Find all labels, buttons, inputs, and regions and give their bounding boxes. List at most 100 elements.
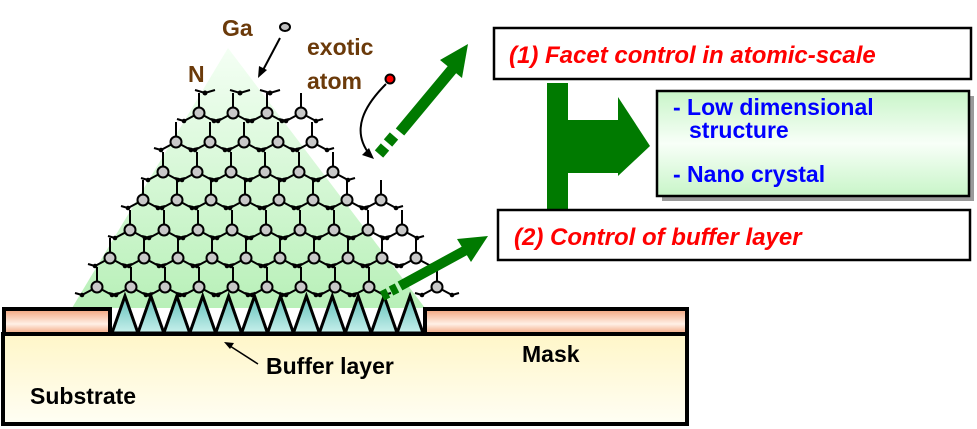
ga-atom (430, 280, 444, 294)
buffer-layer-label: Buffer layer (266, 353, 394, 379)
n-atom (147, 292, 153, 298)
ga-atom (157, 223, 171, 237)
ga-atom (203, 135, 217, 149)
ga-atom (292, 165, 306, 179)
buffer-triangle (213, 291, 244, 335)
ga-atom (191, 223, 205, 237)
ga-atom (326, 165, 340, 179)
buffer-triangle (291, 291, 322, 335)
buffer-triangle (187, 291, 218, 335)
n-atom (393, 205, 399, 211)
n-atom (247, 177, 253, 183)
n-atom (180, 235, 186, 241)
n-label: N (188, 61, 205, 87)
ga-atom (169, 135, 183, 149)
result-nano-crystal: - Nano crystal (673, 161, 825, 187)
ga-atom (238, 193, 252, 207)
buffer-control-box (496, 208, 972, 262)
n-atom (159, 205, 165, 211)
n-atom (249, 118, 255, 124)
n-atom (449, 292, 455, 298)
ga-atom (293, 223, 307, 237)
ga-atom (123, 223, 137, 237)
n-atom (363, 205, 369, 211)
n-atom (179, 177, 185, 183)
gan-lattice (74, 89, 460, 298)
ga-atom (361, 223, 375, 237)
results-box (655, 89, 971, 198)
n-atom (324, 147, 330, 153)
n-atom (317, 292, 323, 298)
buffer-triangle (369, 291, 400, 335)
ga-atom (171, 251, 185, 265)
ga-atom (260, 280, 274, 294)
n-atom (398, 263, 404, 269)
result-low-dimensional: - Low dimensional (673, 94, 874, 120)
ga-atom (124, 280, 138, 294)
buffer-triangle (135, 291, 166, 335)
ga-atom (395, 223, 409, 237)
ga-atom (258, 165, 272, 179)
ga-atom (192, 106, 206, 120)
ga-atom (205, 251, 219, 265)
buffer-triangle (317, 291, 348, 335)
ga-atom (158, 280, 172, 294)
ga-atom (90, 280, 104, 294)
n-atom (384, 235, 390, 241)
ga-atom (224, 165, 238, 179)
n-atom (260, 147, 266, 153)
substrate (1, 332, 689, 426)
n-atom (283, 118, 289, 124)
ga-atom (375, 251, 389, 265)
mask-right (423, 307, 689, 336)
n-atom (261, 205, 267, 211)
n-atom (181, 118, 187, 124)
ga-atom (226, 106, 240, 120)
buffer-triangle (161, 291, 192, 335)
atom-label: atom (307, 68, 362, 94)
ga-atom (306, 193, 320, 207)
buffer-arrow (379, 236, 488, 301)
n-atom (112, 235, 118, 241)
n-atom (215, 118, 221, 124)
ga-atom (260, 106, 274, 120)
n-atom (145, 177, 151, 183)
ga-atom (103, 251, 117, 265)
facet-control-box (492, 26, 973, 81)
ga-arrowhead (258, 66, 267, 78)
n-atom (226, 147, 232, 153)
result-arrow (547, 83, 650, 213)
exotic-label: exotic (307, 34, 374, 60)
n-atom (313, 118, 319, 124)
ga-atom (305, 135, 319, 149)
exotic-atom (384, 73, 396, 85)
ga-atom (294, 280, 308, 294)
buffer-triangle (265, 291, 296, 335)
ga-atom (156, 165, 170, 179)
ga-atom (239, 251, 253, 265)
n-atom (248, 235, 254, 241)
buffer-layer (109, 291, 426, 335)
n-atom (214, 235, 220, 241)
n-atom (237, 90, 243, 96)
buffer-triangle (239, 291, 270, 335)
n-atom (125, 205, 131, 211)
ga-atom (237, 135, 251, 149)
n-atom (294, 147, 300, 153)
n-atom (282, 235, 288, 241)
facet-arrow (374, 44, 468, 158)
n-atom (249, 292, 255, 298)
ga-atom (279, 22, 291, 32)
ga-atom (307, 251, 321, 265)
ga-atom (362, 280, 376, 294)
buffer-triangle (109, 291, 141, 335)
ga-atom (192, 280, 206, 294)
ga-atom (374, 193, 388, 207)
buffer-triangle (394, 291, 426, 335)
ga-atom (328, 280, 342, 294)
ga-label: Ga (222, 15, 253, 41)
facet-control-text: (1) Facet control in atomic-scale (509, 42, 876, 69)
exotic-atom-path (359, 83, 387, 156)
